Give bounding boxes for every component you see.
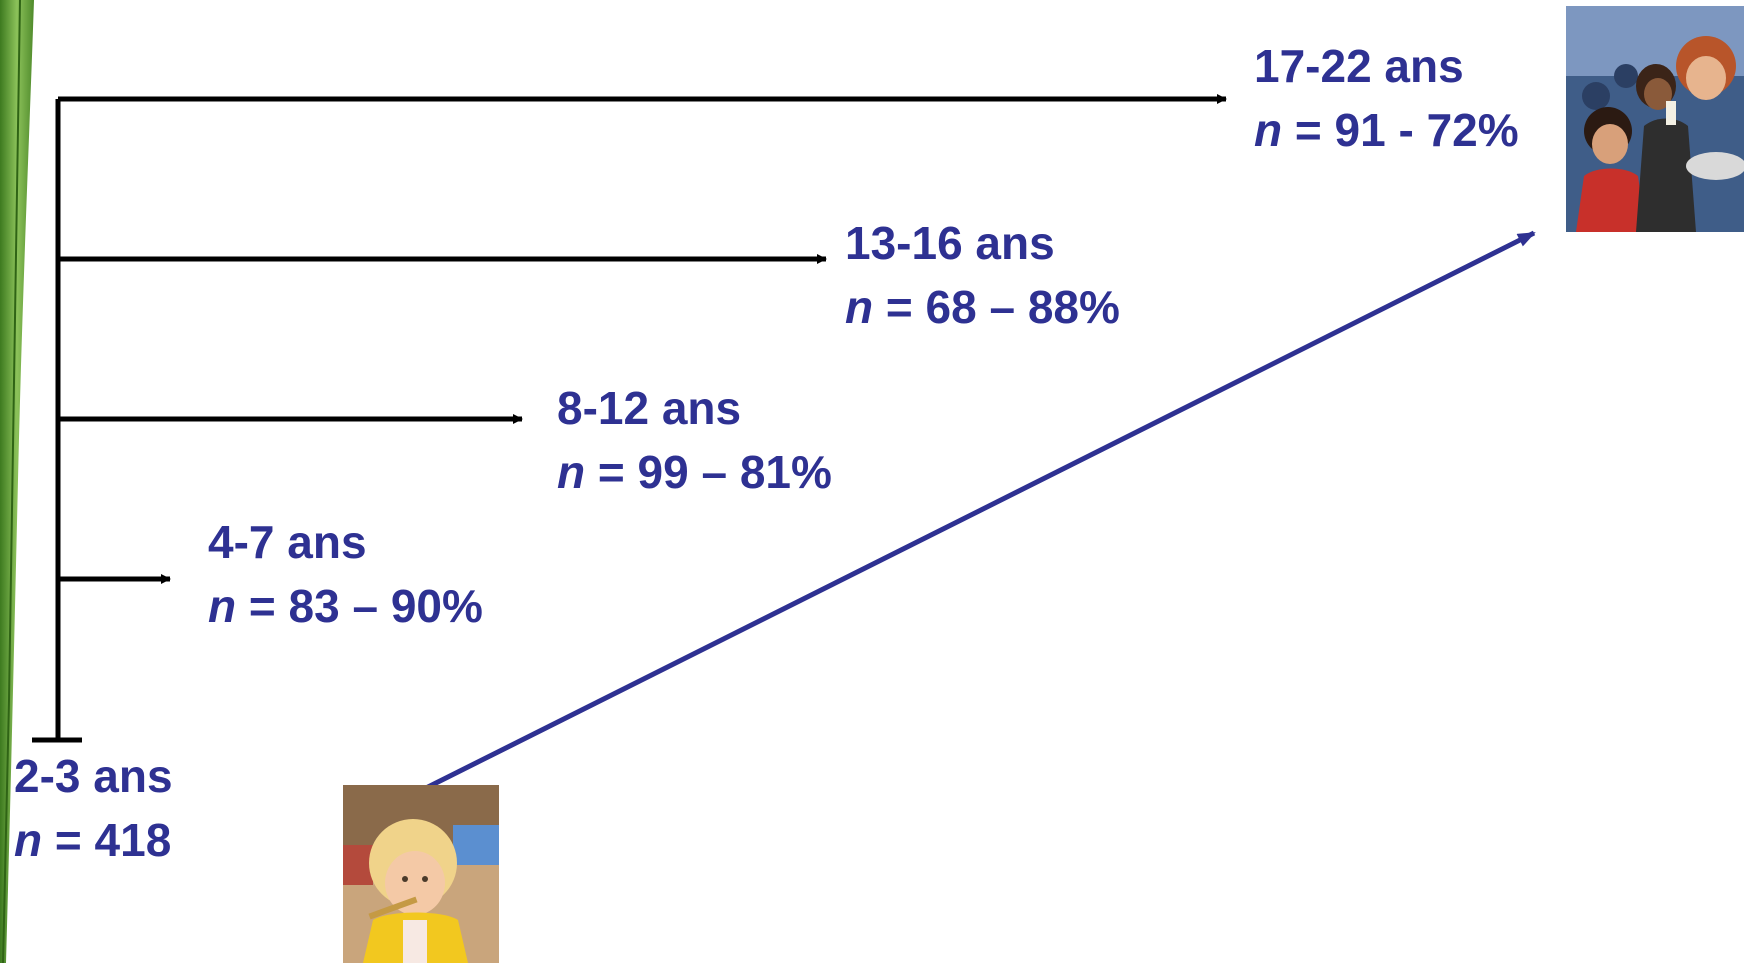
age-range: 4-7 ans xyxy=(208,516,367,568)
sample-size: n = 91 - 72% xyxy=(1254,98,1519,162)
n-symbol: n xyxy=(208,580,237,632)
sample-size: n = 68 – 88% xyxy=(845,275,1120,339)
sample-stats: = 83 – 90% xyxy=(248,580,483,632)
grass-leaf-decoration xyxy=(0,0,34,963)
sample-size: n = 99 – 81% xyxy=(557,440,832,504)
sample-stats: = 68 – 88% xyxy=(885,281,1120,333)
group-label-4-7: 4-7 ans n = 83 – 90% xyxy=(208,510,483,638)
toddler-photo xyxy=(343,785,499,963)
sample-stats: = 99 – 81% xyxy=(597,446,832,498)
sample-size: n = 83 – 90% xyxy=(208,574,483,638)
sample-stats: = 91 - 72% xyxy=(1294,104,1519,156)
n-symbol: n xyxy=(557,446,586,498)
age-range: 8-12 ans xyxy=(557,382,742,434)
group-label-2-3: 2-3 ans n = 418 xyxy=(14,744,173,872)
age-range: 2-3 ans xyxy=(14,750,173,802)
age-range: 17-22 ans xyxy=(1254,40,1464,92)
group-label-13-16: 13-16 ans n = 68 – 88% xyxy=(845,211,1120,339)
n-symbol: n xyxy=(1254,104,1283,156)
trend-arrow xyxy=(416,230,1536,795)
group-label-17-22: 17-22 ans n = 91 - 72% xyxy=(1254,34,1519,162)
sample-size: n = 418 xyxy=(14,808,173,872)
young-adults-photo xyxy=(1566,6,1744,232)
age-range: 13-16 ans xyxy=(845,217,1055,269)
group-label-8-12: 8-12 ans n = 99 – 81% xyxy=(557,376,832,504)
sample-stats: = 418 xyxy=(54,814,172,866)
n-symbol: n xyxy=(14,814,43,866)
n-symbol: n xyxy=(845,281,874,333)
